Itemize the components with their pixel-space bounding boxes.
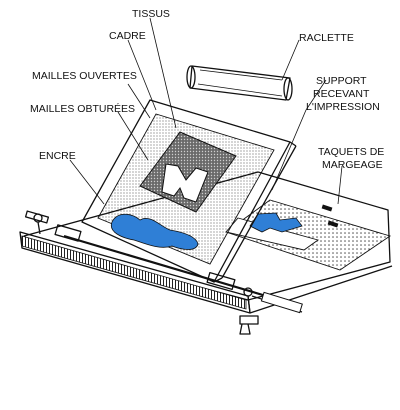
label-taquets-line2: MARGEAGE — [322, 159, 383, 171]
label-support-line2: RECEVANT — [313, 88, 370, 100]
label-raclette: RACLETTE — [299, 32, 354, 44]
registration-tab — [327, 220, 339, 228]
label-cadre: CADRE — [109, 30, 146, 42]
screen-frame — [81, 99, 297, 283]
printed-w-shape — [249, 212, 303, 233]
label-mailles-ouvertes: MAILLES OUVERTES — [32, 70, 137, 82]
label-support-line1: SUPPORT — [316, 75, 367, 87]
label-taquets-line1: TAQUETS DE — [318, 146, 384, 158]
ink-blob — [110, 213, 199, 250]
registration-tab — [321, 204, 333, 212]
label-support-line3: L'IMPRESSION — [306, 101, 380, 113]
stencil-w-shape — [161, 163, 209, 203]
label-mailles-obturees: MAILLES OBTURÉES — [30, 102, 135, 115]
label-tissus: TISSUS — [132, 8, 170, 20]
hinge-rod — [63, 234, 303, 314]
hinge-clamp-left[interactable] — [24, 210, 82, 242]
label-encre: ENCRE — [39, 150, 76, 162]
leader-lines — [69, 17, 343, 205]
squeegee[interactable] — [186, 65, 293, 101]
printing-support — [225, 199, 392, 271]
hinge-clamp-right[interactable] — [206, 271, 259, 335]
